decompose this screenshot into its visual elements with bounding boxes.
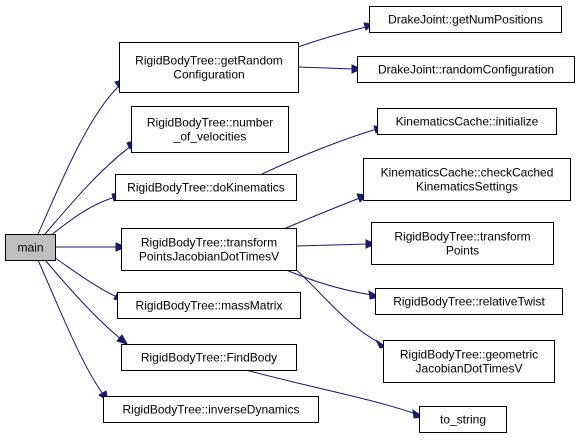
arrowhead-icon <box>116 334 129 345</box>
node-geometricJacobianDotTimesV[interactable]: RigidBodyTree::geometricJacobianDotTimes… <box>383 340 555 383</box>
edge-main-to-doKinematics <box>49 192 124 237</box>
edge-getRandomConfiguration-to-getNumPositions <box>297 22 375 48</box>
node-label: PointsJacobianDotTimesV <box>139 250 279 264</box>
node-getNumPositions[interactable]: DrakeJoint::getNumPositions <box>369 6 562 33</box>
node-label: RigidBodyTree::transform <box>394 230 530 244</box>
node-label: Points <box>446 244 479 258</box>
node-main[interactable]: main <box>5 234 56 261</box>
node-massMatrix[interactable]: RigidBodyTree::massMatrix <box>117 292 301 319</box>
node-label: RigidBodyTree::FindBody <box>141 351 277 365</box>
node-label: RigidBodyTree::number <box>147 116 273 130</box>
node-number_of_velocities[interactable]: RigidBodyTree::number_of_velocities <box>131 106 289 153</box>
node-label: Configuration <box>173 68 244 82</box>
node-box <box>103 396 319 423</box>
node-inverseDynamics[interactable]: RigidBodyTree::inverseDynamics <box>103 396 319 423</box>
edge-line <box>54 257 118 298</box>
node-box <box>115 174 297 201</box>
node-randomConfiguration[interactable]: DrakeJoint::randomConfiguration <box>357 56 575 83</box>
edge-line <box>285 269 373 296</box>
edge-line <box>37 85 120 235</box>
edge-main-to-massMatrix <box>54 257 126 302</box>
node-label: JacobianDotTimesV <box>416 362 523 376</box>
node-transformPointsJacobianDotTimesV[interactable]: RigidBodyTree::transformPointsJacobianDo… <box>121 228 297 271</box>
node-label: _of_velocities <box>173 130 247 144</box>
node-box <box>363 158 571 201</box>
node-label: main <box>17 241 43 255</box>
node-doKinematics[interactable]: RigidBodyTree::doKinematics <box>115 174 297 201</box>
node-label: DrakeJoint::getNumPositions <box>388 13 543 27</box>
node-box <box>375 288 563 315</box>
edge-line <box>261 128 378 175</box>
node-box <box>419 406 507 433</box>
node-box <box>117 292 301 319</box>
edge-line <box>37 259 104 395</box>
edge-main-to-getRandomConfiguration <box>37 78 128 235</box>
node-label: RigidBodyTree::geometric <box>400 348 538 362</box>
edge-line <box>297 66 355 70</box>
edge-transformPointsJacobianDotTimesV-to-relativeTwist <box>285 269 381 300</box>
node-box <box>377 108 557 135</box>
edge-line <box>44 259 122 340</box>
node-box <box>357 56 575 83</box>
edge-line <box>285 197 361 229</box>
node-label: KinematicsSettings <box>416 180 518 194</box>
node-box <box>119 42 299 93</box>
edge-transformPointsJacobianDotTimesV-to-checkCachedKinematicsSettings <box>285 193 369 229</box>
node-initialize[interactable]: KinematicsCache::initialize <box>377 108 557 135</box>
node-box <box>383 340 555 383</box>
node-relativeTwist[interactable]: RigidBodyTree::relativeTwist <box>375 288 563 315</box>
node-box <box>369 6 562 33</box>
edge-main-to-inverseDynamics <box>37 259 109 403</box>
node-to_string[interactable]: to_string <box>419 406 507 433</box>
node-label: RigidBodyTree::relativeTwist <box>393 295 545 309</box>
node-box <box>131 106 289 153</box>
node-box <box>371 222 554 265</box>
edge-transformPointsJacobianDotTimesV-to-transformPoints <box>295 239 377 249</box>
node-label: RigidBodyTree::massMatrix <box>136 299 283 313</box>
node-label: RigidBodyTree::inverseDynamics <box>123 403 300 417</box>
node-label: KinematicsCache::initialize <box>396 115 539 129</box>
edge-getRandomConfiguration-to-randomConfiguration <box>297 64 363 74</box>
node-label: DrakeJoint::randomConfiguration <box>378 63 554 77</box>
arrowhead-icon <box>365 239 377 249</box>
node-label: RigidBodyTree::getRandom <box>135 54 283 68</box>
edge-line <box>44 145 132 235</box>
edge-line <box>49 196 116 237</box>
edge-line <box>293 267 381 344</box>
edge-main-to-transformPointsJacobianDotTimesV <box>55 242 128 252</box>
arrowhead-icon <box>351 64 363 74</box>
node-box <box>5 234 56 261</box>
node-box <box>121 228 297 271</box>
edge-line <box>295 243 369 247</box>
node-label: RigidBodyTree::transform <box>141 236 277 250</box>
node-label: KinematicsCache::checkCached <box>381 166 554 180</box>
edge-main-to-FindBody <box>44 259 129 345</box>
node-box <box>121 344 297 371</box>
node-checkCachedKinematicsSettings[interactable]: KinematicsCache::checkCachedKinematicsSe… <box>363 158 571 201</box>
node-label: RigidBodyTree::doKinematics <box>127 181 285 195</box>
node-label: to_string <box>440 413 486 427</box>
edge-line <box>297 26 367 48</box>
node-FindBody[interactable]: RigidBodyTree::FindBody <box>121 344 297 371</box>
edge-transformPointsJacobianDotTimesV-to-geometricJacobianDotTimesV <box>293 267 388 349</box>
edge-line <box>245 369 417 415</box>
